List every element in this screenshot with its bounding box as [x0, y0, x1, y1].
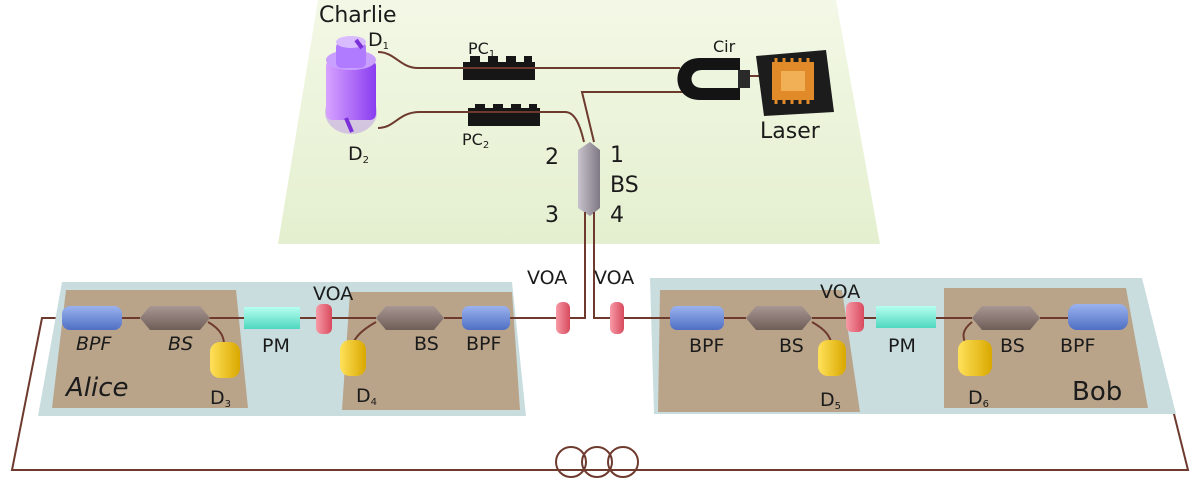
- alice-label-bs-in: BS: [414, 333, 439, 355]
- alice-station: BPF BS PM VOA BS BPF D3 D4 Alice: [38, 282, 546, 416]
- laser: [756, 50, 834, 116]
- channel-voa-right: [610, 302, 624, 334]
- label-cir: Cir: [713, 37, 736, 56]
- bob-label-bs-out: BS: [1000, 335, 1025, 357]
- label-pc2: PC2: [462, 130, 489, 151]
- channel-voa-left: [556, 302, 570, 334]
- bob-label-bpf-in: BPF: [689, 335, 724, 357]
- bob-name: Bob: [1072, 377, 1122, 407]
- alice-detector-d4: [340, 340, 366, 376]
- alice-name: Alice: [64, 373, 129, 403]
- bob-bpf-in: [670, 306, 724, 330]
- alice-label-bpf-out: BPF: [76, 333, 112, 355]
- bob-label-pm: PM: [888, 335, 916, 357]
- label-port-4: 4: [610, 203, 624, 228]
- label-port-2: 2: [545, 145, 559, 170]
- bob-detector-d6: [958, 340, 992, 376]
- bob-label-bpf-out: BPF: [1060, 335, 1095, 357]
- alice-label-voa: VOA: [313, 283, 353, 305]
- label-voa-left: VOA: [527, 267, 567, 289]
- alice-label-d4: D4: [356, 385, 377, 408]
- charlie-station: Charlie D1 D2 PC1 PC2: [278, 0, 880, 244]
- label-port-1: 1: [610, 143, 624, 168]
- alice-detector-d3: [210, 342, 240, 378]
- alice-label-bpf-in: BPF: [466, 333, 501, 355]
- label-bs-main: BS: [610, 173, 639, 198]
- alice-label-pm: PM: [262, 335, 290, 357]
- spad-detector: [325, 36, 377, 134]
- bob-bs-in: [746, 306, 812, 330]
- bob-label-d6: D6: [968, 387, 989, 410]
- alice-bpf-out: [62, 306, 122, 330]
- alice-bs-out: [140, 306, 210, 330]
- alice-bs-in: [376, 306, 444, 330]
- bob-pm: [876, 306, 936, 328]
- bob-label-d5: D5: [820, 389, 841, 412]
- label-laser: Laser: [760, 119, 821, 144]
- bob-label-voa: VOA: [820, 281, 860, 303]
- alice-label-bs-out: BS: [168, 333, 193, 355]
- alice-pm: [244, 307, 300, 329]
- bob-detector-d5: [818, 340, 846, 376]
- label-port-3: 3: [545, 203, 559, 228]
- charlie-title: Charlie: [319, 3, 397, 28]
- fiber-spool: [555, 446, 639, 478]
- label-d1: D1: [368, 29, 389, 52]
- label-d2: D2: [348, 143, 369, 166]
- bob-bs-out: [972, 306, 1040, 330]
- label-pc1: PC1: [468, 39, 495, 60]
- alice-voa: [316, 304, 332, 334]
- alice-bpf-in: [462, 306, 510, 330]
- circulator: [677, 58, 750, 100]
- label-voa-right: VOA: [594, 267, 634, 289]
- main-beam-splitter: [578, 142, 600, 216]
- bob-label-bs-in: BS: [779, 335, 804, 357]
- bob-station: BPF BS VOA PM BS BPF D5 D6 Bob: [624, 278, 1176, 414]
- bob-voa: [846, 302, 864, 332]
- bob-bpf-out: [1068, 304, 1128, 330]
- polarization-controller-1: [463, 56, 535, 80]
- alice-label-d3: D3: [210, 387, 231, 410]
